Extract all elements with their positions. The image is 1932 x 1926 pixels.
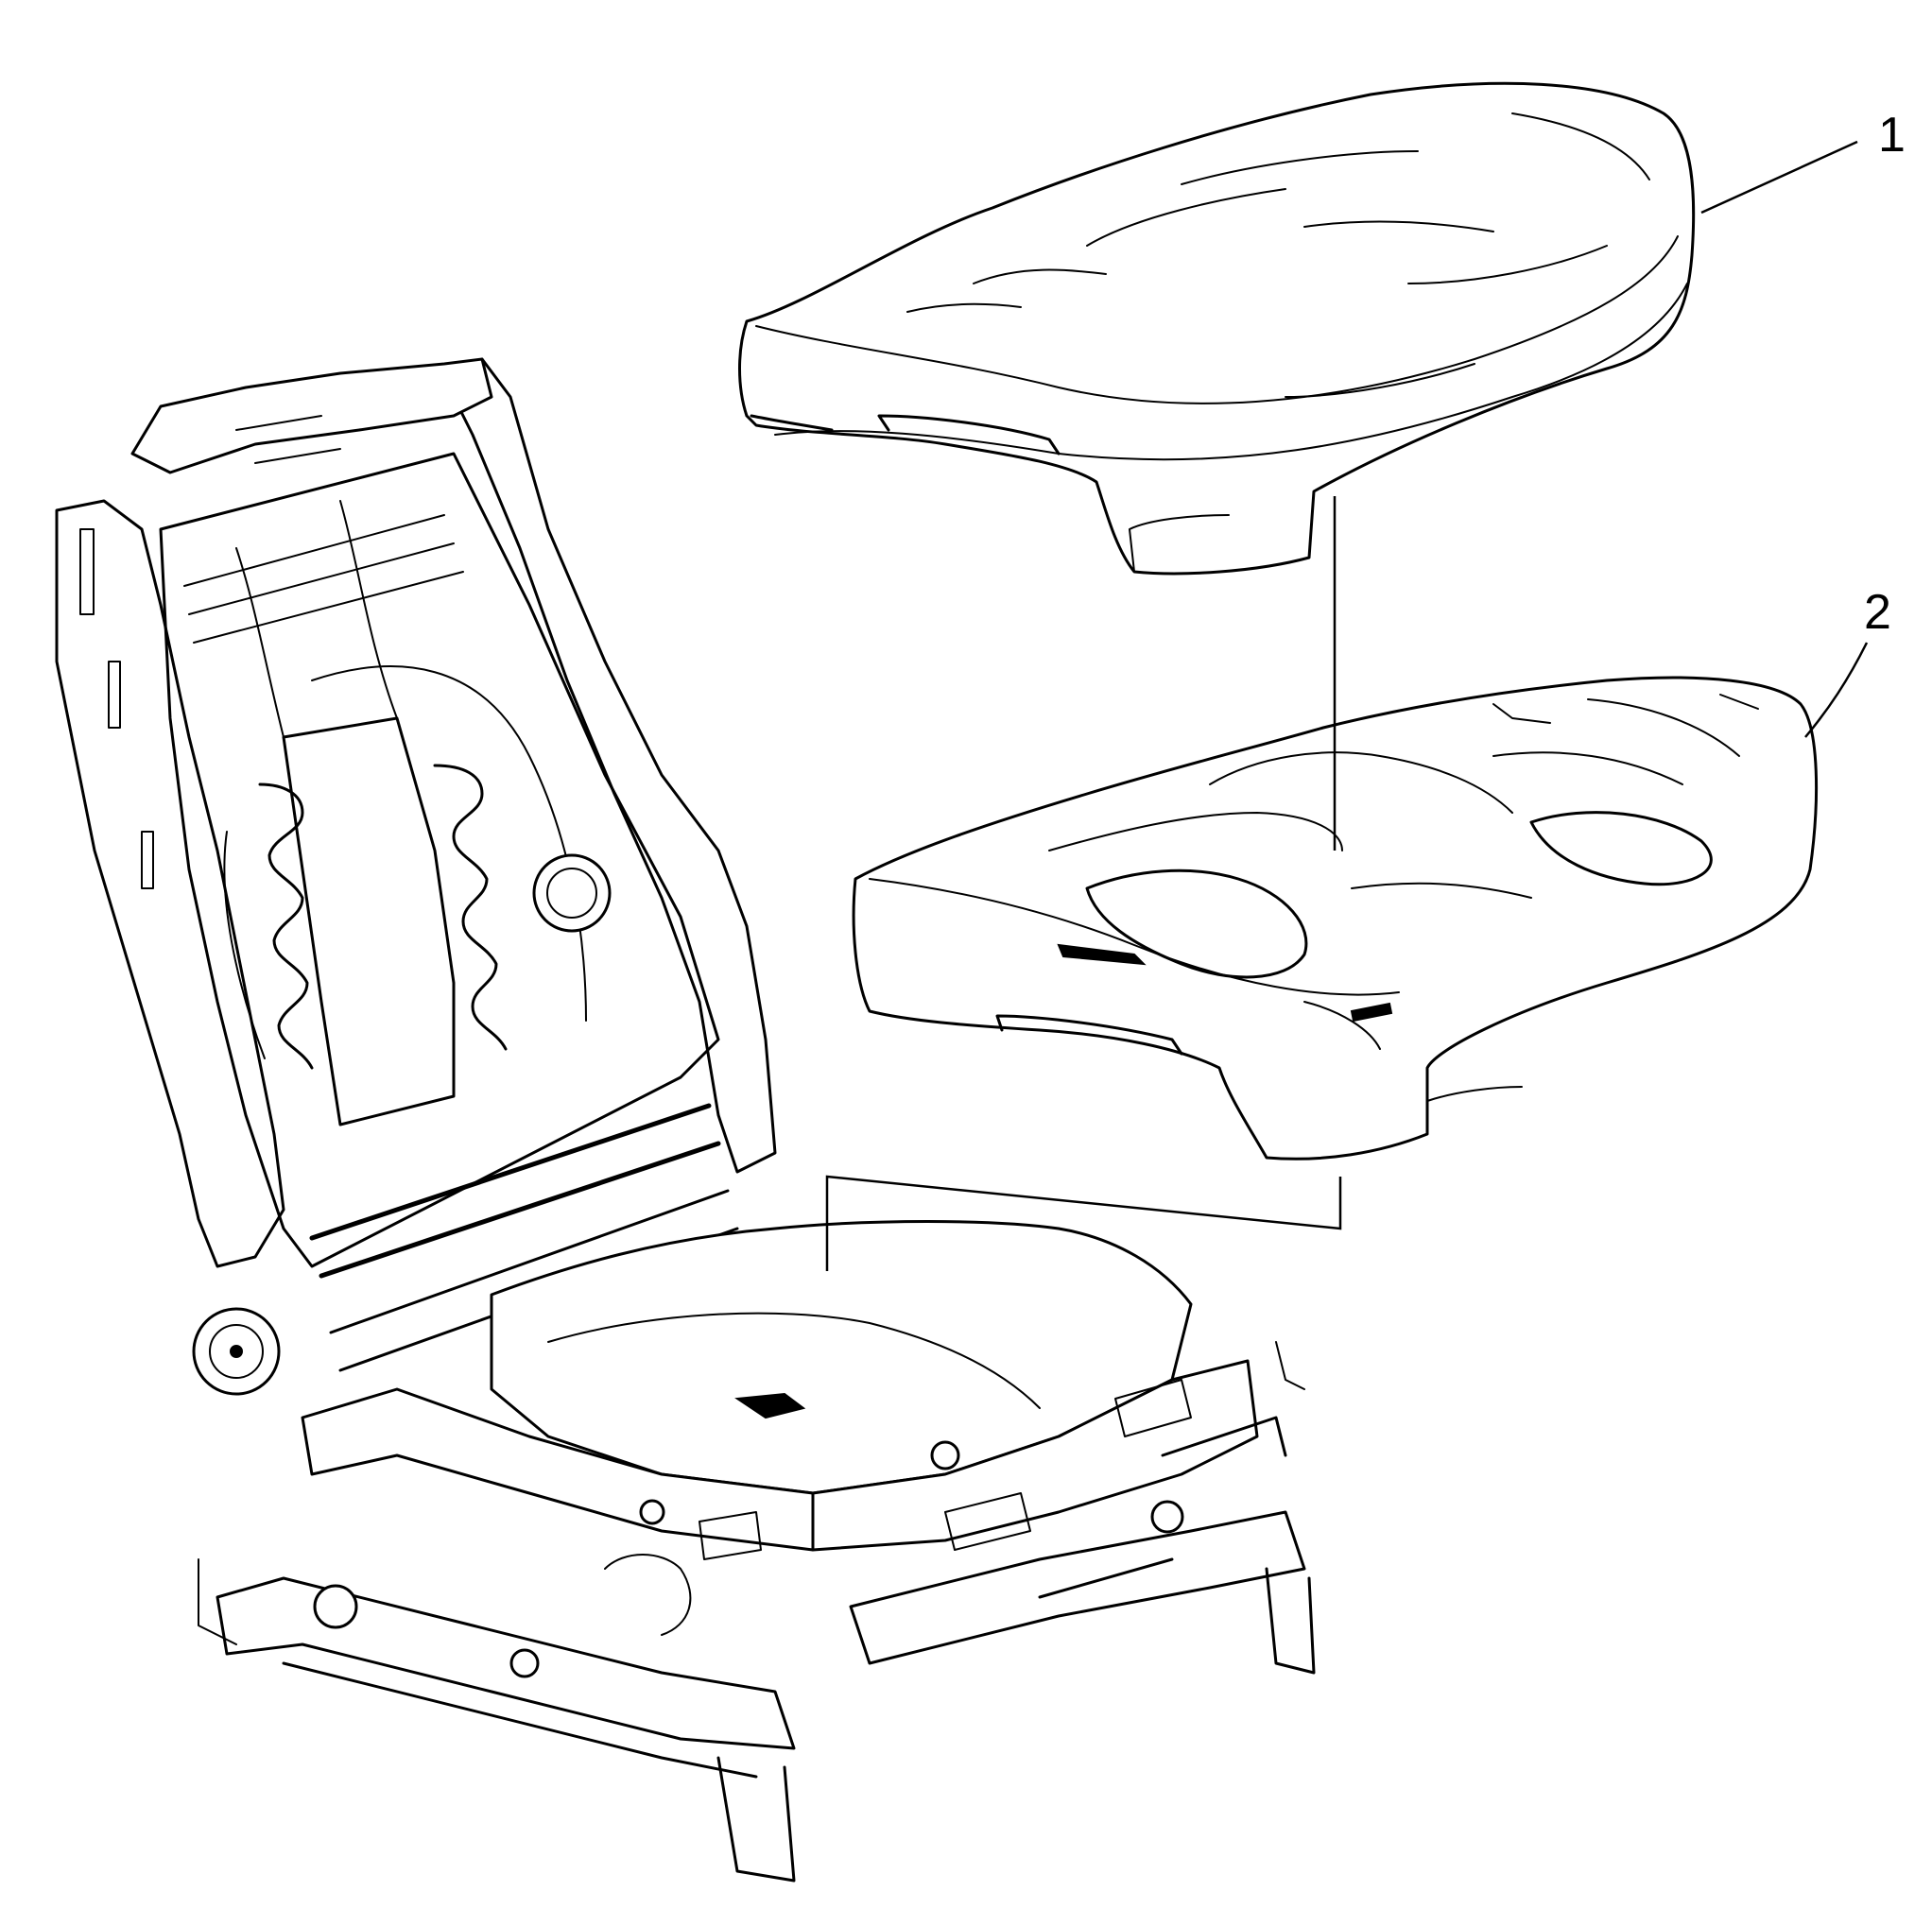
seat-cushion-cover <box>738 81 1696 576</box>
callout-1-leader <box>1700 140 1858 215</box>
seat-back-frame <box>55 357 777 1396</box>
callout-2-label: 2 <box>1864 585 1891 640</box>
seat-cushion-pad <box>852 676 1819 1161</box>
alignment-line-pad-to-frame <box>825 1175 1342 1271</box>
callout-1-label: 1 <box>1878 108 1906 163</box>
assembly-alignment-lines <box>825 496 1342 1271</box>
callout-1: 1 <box>1700 108 1906 215</box>
callout-2-leader <box>1804 642 1869 738</box>
seat-base-frame <box>198 1220 1316 1883</box>
callout-2: 2 <box>1804 585 1891 738</box>
